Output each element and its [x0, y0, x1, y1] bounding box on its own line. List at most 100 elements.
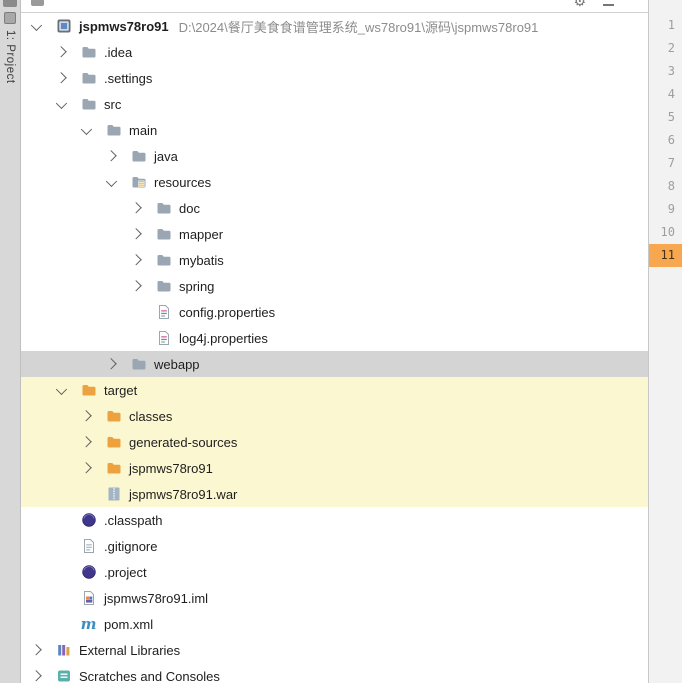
excluded-folder-icon — [105, 434, 122, 450]
project-icon — [55, 18, 72, 34]
tree-item-label: pom.xml — [104, 616, 154, 632]
expand-chevron-icon[interactable] — [29, 643, 43, 657]
toolbar-icon[interactable] — [31, 0, 44, 6]
tree-item-label: config.properties — [179, 304, 276, 320]
expand-chevron-icon[interactable] — [129, 253, 143, 267]
line-number[interactable]: 3 — [667, 64, 675, 78]
libraries-icon — [55, 642, 72, 658]
tree-row[interactable]: .idea — [21, 39, 648, 65]
tree-item-label: External Libraries — [79, 642, 181, 658]
tree-row[interactable]: m pom.xml — [21, 611, 648, 637]
line-number[interactable]: 5 — [667, 110, 675, 124]
tree-row[interactable]: mapper — [21, 221, 648, 247]
tree-item-label: log4j.properties — [179, 330, 268, 346]
tree-row[interactable]: Scratches and Consoles — [21, 663, 648, 683]
properties-file-icon — [155, 304, 172, 320]
tree-row[interactable]: External Libraries — [21, 637, 648, 663]
collapse-chevron-icon[interactable] — [54, 383, 68, 397]
tree-row[interactable]: main — [21, 117, 648, 143]
collapse-chevron-icon[interactable] — [104, 175, 118, 189]
expand-chevron-icon[interactable] — [54, 71, 68, 85]
excluded-folder-icon — [80, 382, 97, 398]
chevron-spacer — [54, 591, 68, 605]
expand-chevron-icon[interactable] — [129, 201, 143, 215]
toolwindow-stripe-icon[interactable] — [3, 0, 17, 7]
line-number-column: 1 2 3 4 5 6 7 8 9 10 11 — [649, 0, 682, 267]
tree-row[interactable]: java — [21, 143, 648, 169]
collapse-chevron-icon[interactable] — [54, 97, 68, 111]
tree-row[interactable]: config.properties — [21, 299, 648, 325]
folder-icon — [80, 96, 97, 112]
expand-chevron-icon[interactable] — [79, 409, 93, 423]
tree-row[interactable]: .settings — [21, 65, 648, 91]
tree-row[interactable]: log4j.properties — [21, 325, 648, 351]
expand-chevron-icon[interactable] — [104, 357, 118, 371]
collapse-chevron-icon[interactable] — [79, 123, 93, 137]
tree-row[interactable]: spring — [21, 273, 648, 299]
scratches-icon — [55, 668, 72, 683]
project-toolwindow-icon — [4, 12, 16, 24]
line-number[interactable]: 2 — [667, 41, 675, 55]
tree-item-label: doc — [179, 200, 200, 216]
tree-row[interactable]: .project — [21, 559, 648, 585]
folder-icon — [105, 122, 122, 138]
line-number[interactable]: 10 — [660, 225, 675, 239]
chevron-spacer — [54, 617, 68, 631]
tree-row[interactable]: mybatis — [21, 247, 648, 273]
collapse-chevron-icon[interactable] — [29, 19, 43, 33]
line-number[interactable]: 6 — [667, 133, 675, 147]
tree-item-label: mybatis — [179, 252, 224, 268]
line-number[interactable]: 8 — [667, 179, 675, 193]
tree-row[interactable]: jspmws78ro91.iml — [21, 585, 648, 611]
tree-item-label: java — [154, 148, 178, 164]
text-file-icon — [80, 538, 97, 554]
hide-panel-icon[interactable] — [603, 4, 614, 6]
tree-row[interactable]: generated-sources — [21, 429, 648, 455]
tree-row[interactable]: target — [21, 377, 648, 403]
project-path: D:\2024\餐厅美食食谱管理系统_ws78ro91\源码\jspmws78r… — [178, 19, 539, 35]
tree-row[interactable]: resources — [21, 169, 648, 195]
line-number-highlighted[interactable]: 11 — [649, 244, 682, 267]
expand-chevron-icon[interactable] — [79, 461, 93, 475]
tree-row[interactable]: .classpath — [21, 507, 648, 533]
eclipse-file-icon — [80, 512, 97, 528]
excluded-folder-icon — [105, 460, 122, 476]
properties-file-icon — [155, 330, 172, 346]
tree-row[interactable]: src — [21, 91, 648, 117]
folder-icon — [155, 278, 172, 294]
tree-item-label: jspmws78ro91 — [129, 460, 213, 476]
gear-icon[interactable]: ⚙ — [573, 0, 586, 9]
folder-icon — [155, 252, 172, 268]
tree-item-label: mapper — [179, 226, 224, 242]
folder-icon — [155, 226, 172, 242]
expand-chevron-icon[interactable] — [54, 45, 68, 59]
tree-row[interactable]: jspmws78ro91 — [21, 455, 648, 481]
tree-item-label: .project — [104, 564, 147, 580]
tree-row[interactable]: jspmws78ro91.war — [21, 481, 648, 507]
line-number[interactable]: 9 — [667, 202, 675, 216]
line-number[interactable]: 7 — [667, 156, 675, 170]
line-number[interactable]: 4 — [667, 87, 675, 101]
tree-row[interactable]: webapp — [21, 351, 648, 377]
tree-row[interactable]: doc — [21, 195, 648, 221]
tree-row[interactable]: .gitignore — [21, 533, 648, 559]
folder-icon — [80, 70, 97, 86]
project-toolwindow-button[interactable]: 1: Project — [0, 10, 20, 89]
expand-chevron-icon[interactable] — [104, 149, 118, 163]
expand-chevron-icon[interactable] — [129, 279, 143, 293]
expand-chevron-icon[interactable] — [129, 227, 143, 241]
folder-icon — [80, 44, 97, 60]
expand-chevron-icon[interactable] — [79, 435, 93, 449]
maven-file-icon: m — [80, 615, 97, 633]
tree-row[interactable]: classes — [21, 403, 648, 429]
expand-chevron-icon[interactable] — [29, 669, 43, 683]
project-toolwindow-label: 1: Project — [4, 30, 16, 84]
chevron-spacer — [54, 513, 68, 527]
tree-item-label: .gitignore — [104, 538, 158, 554]
editor-gutter: 1 2 3 4 5 6 7 8 9 10 11 — [648, 0, 682, 683]
tree-item-label: jspmws78ro91.war — [129, 486, 238, 502]
line-number[interactable]: 1 — [667, 18, 675, 32]
tree-item-label: .settings — [104, 70, 153, 86]
